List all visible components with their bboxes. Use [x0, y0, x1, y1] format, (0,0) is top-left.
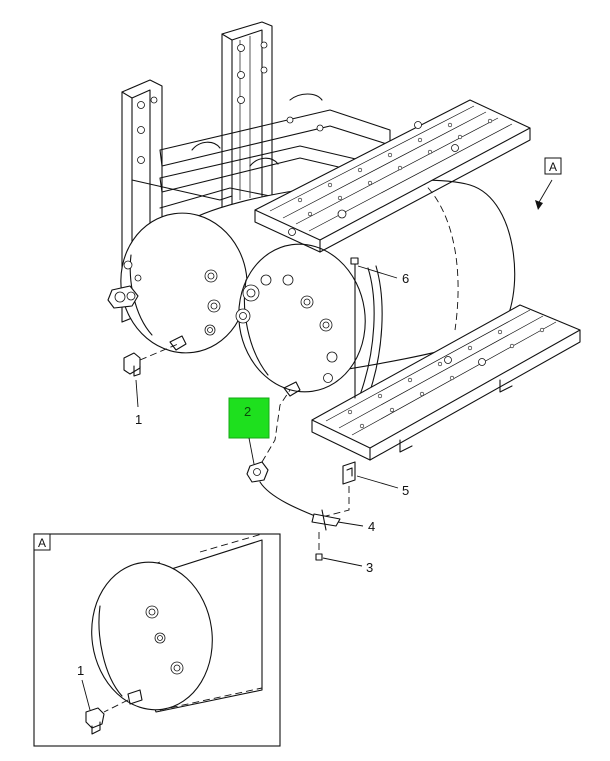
callout-3[interactable]: 3: [322, 557, 373, 575]
tank-strap: [359, 265, 383, 398]
callout-3-label: 3: [366, 560, 373, 575]
valve-fitting: [107, 285, 139, 309]
part-5-clip: [321, 461, 356, 518]
inset-view-a-box: [33, 533, 51, 551]
callout-6[interactable]: 6: [357, 265, 409, 286]
callout-1[interactable]: 1: [135, 379, 142, 427]
inset-callout-1[interactable]: 1: [77, 663, 91, 711]
view-arrow-icon: [535, 200, 543, 210]
callout-4[interactable]: 4: [337, 519, 375, 534]
callout-2-label: 2: [244, 404, 251, 419]
inset-view-a-label: A: [38, 536, 46, 550]
part-2-sensor: [246, 381, 321, 519]
view-a-box: [544, 157, 562, 175]
view-a-label: A: [549, 160, 557, 174]
part-6-bolt: [350, 257, 359, 399]
step-platform-lower: [311, 304, 581, 461]
callout-5[interactable]: 5: [356, 475, 409, 498]
part-3-screw: [315, 532, 323, 561]
fuel-tank-end-right: [204, 243, 366, 393]
inset-callout-1-label: 1: [77, 663, 84, 678]
callout-2-highlight-box[interactable]: [228, 397, 270, 439]
view-a-marker[interactable]: A: [535, 157, 562, 210]
inset-tank-fittings: [145, 605, 184, 675]
fuel-tank-end-left: [107, 212, 248, 354]
callout-6-label: 6: [402, 271, 409, 286]
callout-4-label: 4: [368, 519, 375, 534]
step-platform-upper: [254, 99, 531, 253]
part-1-drain-plug: [123, 335, 187, 377]
inset-detail-view-a: A 1: [33, 533, 281, 747]
callout-5-label: 5: [402, 483, 409, 498]
callout-1-label: 1: [135, 412, 142, 427]
callout-2-highlighted[interactable]: 2: [228, 397, 270, 465]
part-4-tie-strap: [311, 509, 341, 531]
inset-part-1-drain-plug: [85, 689, 143, 735]
tank-fittings: [235, 274, 338, 383]
